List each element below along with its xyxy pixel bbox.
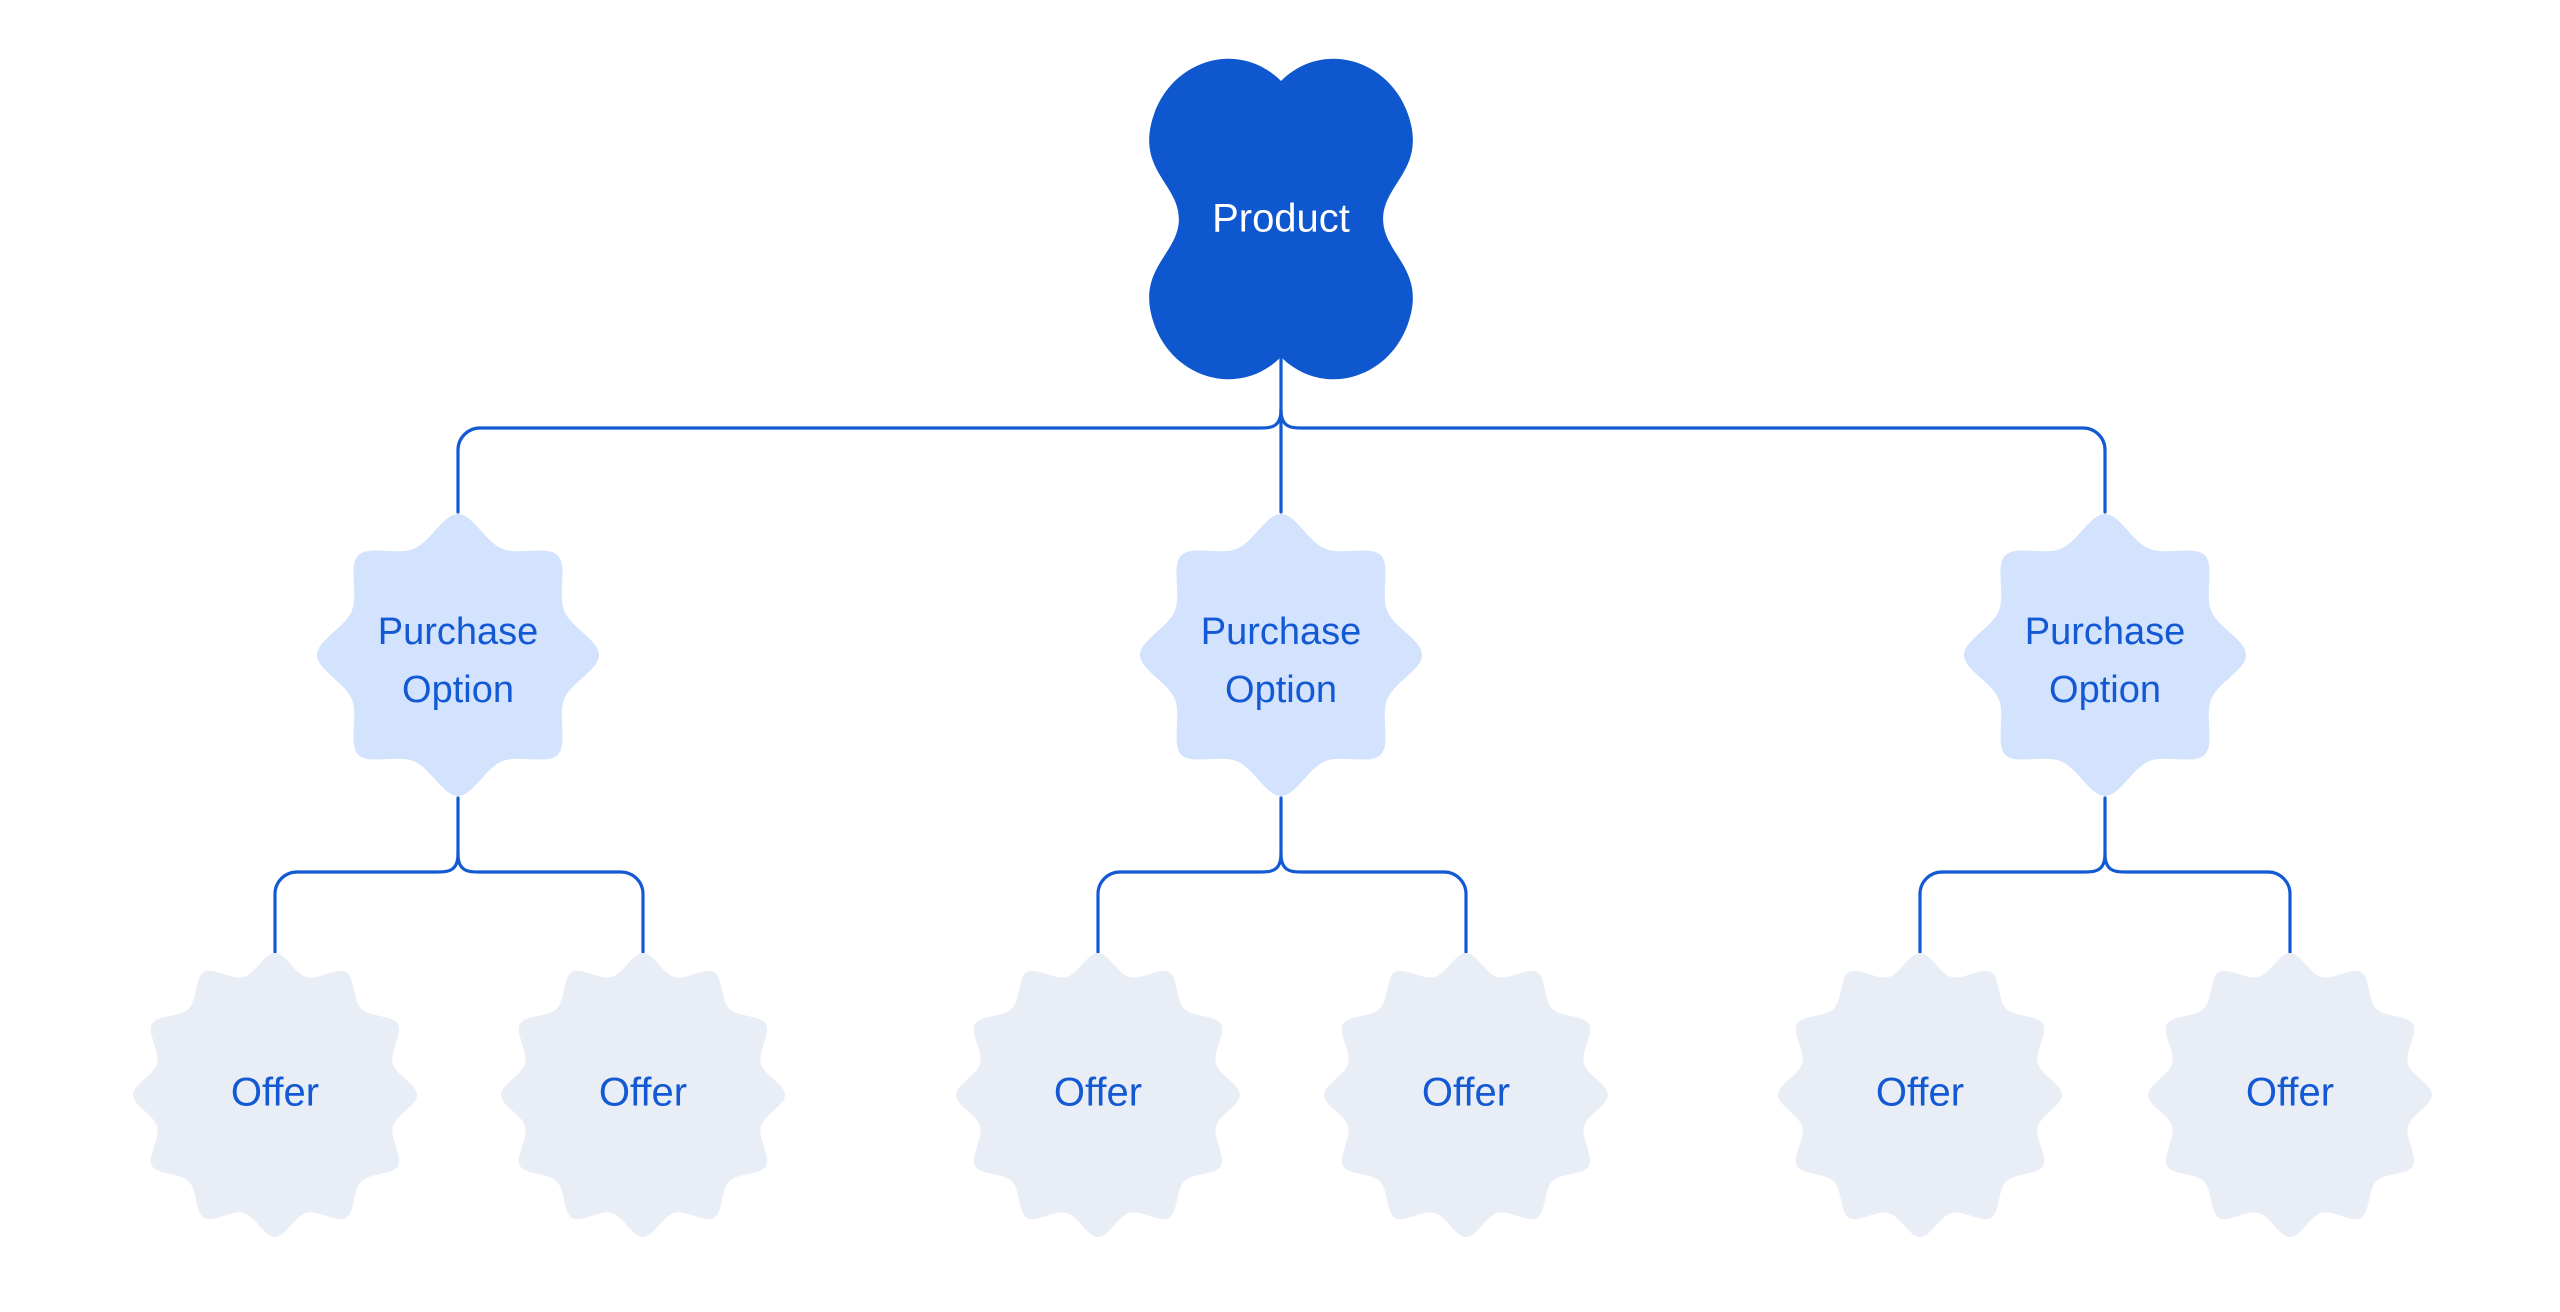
purchase-option-3-label-line2: Option [2049,669,2161,711]
offer-4-blob-shape [1324,953,1608,1237]
purchase-option-1-label-line1: Purchase [378,611,539,653]
node-offer-1[interactable]: Offer [133,953,417,1237]
node-offer-6[interactable]: Offer [2148,953,2432,1237]
node-purchase-option-2[interactable]: Purchase Option [1140,514,1422,796]
purchase-option-2-label-line1: Purchase [1201,611,1362,653]
purchase-option-1-blob-shape [317,514,599,796]
offer-2-label: Offer [599,1071,687,1115]
purchase-option-1-label-line2: Option [402,669,514,711]
connector-option-1-to-offer-1 [273,852,460,954]
offer-1-label: Offer [231,1071,319,1115]
connector-product-to-option-1 [456,408,1283,514]
connector-option-3-to-offer-5 [1918,852,2107,954]
purchase-option-2-blob-shape [1140,514,1422,796]
offer-3-blob-shape [956,953,1240,1237]
connector-option-2-to-offer-3 [1096,852,1283,954]
connector-option-3-to-offer-6 [2103,852,2292,954]
connector-option-2-to-offer-4 [1279,852,1468,954]
node-product[interactable]: Product [1149,58,1413,380]
node-purchase-option-1[interactable]: Purchase Option [317,514,599,796]
product-label: Product [1212,197,1350,241]
offer-5-blob-shape [1778,953,2062,1237]
offer-4-label: Offer [1422,1071,1510,1115]
offer-3-label: Offer [1054,1071,1142,1115]
purchase-option-3-blob-shape [1964,514,2246,796]
node-offer-5[interactable]: Offer [1778,953,2062,1237]
purchase-option-2-label-line2: Option [1225,669,1337,711]
node-offer-4[interactable]: Offer [1324,953,1608,1237]
connector-group [273,350,2292,954]
connector-option-1-to-offer-2 [456,852,645,954]
offer-5-label: Offer [1876,1071,1964,1115]
node-offer-2[interactable]: Offer [501,953,785,1237]
node-purchase-option-3[interactable]: Purchase Option [1964,514,2246,796]
offer-2-blob-shape [501,953,785,1237]
offer-6-blob-shape [2148,953,2432,1237]
offer-6-label: Offer [2246,1071,2334,1115]
connector-product-to-option-3 [1279,408,2107,514]
node-offer-3[interactable]: Offer [956,953,1240,1237]
offer-1-blob-shape [133,953,417,1237]
purchase-option-3-label-line1: Purchase [2025,611,2186,653]
